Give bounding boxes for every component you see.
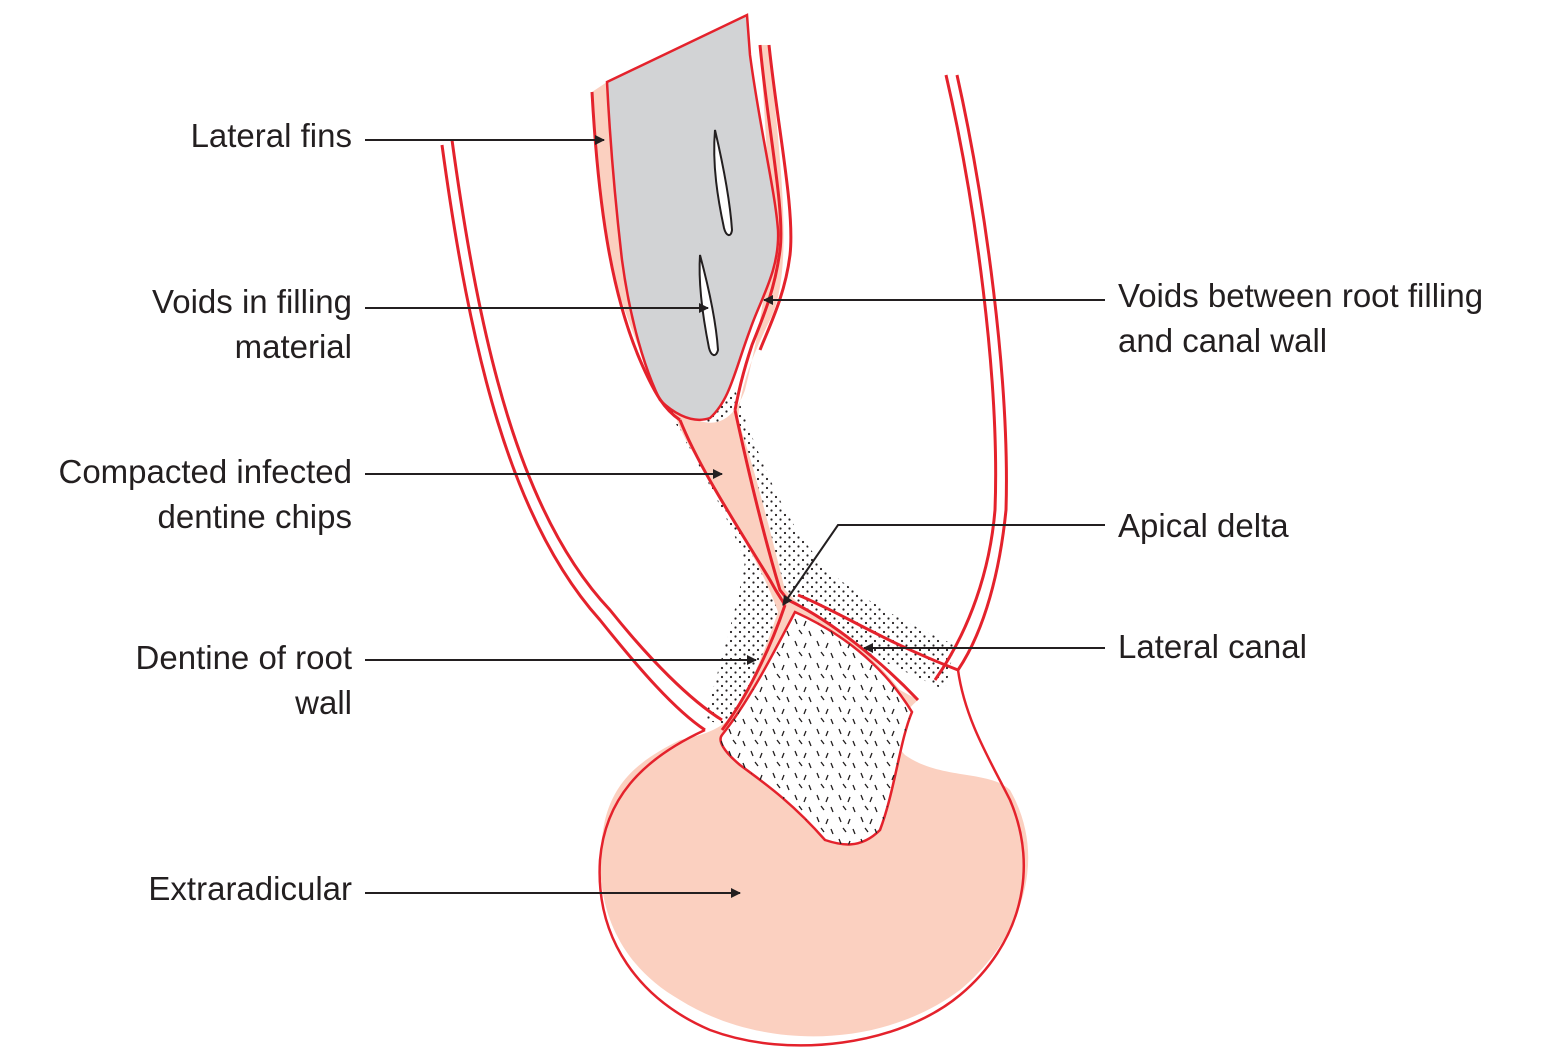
label-dentine-root-wall: Dentine of root wall — [136, 635, 352, 725]
label-apical-delta-line-1: Apical delta — [1118, 503, 1289, 548]
label-compacted-chips-line-2: dentine chips — [58, 494, 352, 539]
label-lateral-fins-line-1: Lateral fins — [191, 113, 352, 158]
label-voids-between: Voids between root filling and canal wal… — [1118, 273, 1483, 363]
right-root-wall-outer — [935, 75, 996, 680]
label-voids-between-line-1: Voids between root filling — [1118, 273, 1483, 318]
label-voids-in-filling-line-2: material — [152, 324, 352, 369]
label-dentine-root-wall-line-2: wall — [136, 680, 352, 725]
label-dentine-root-wall-line-1: Dentine of root — [136, 635, 352, 680]
label-voids-in-filling-line-1: Voids in filling — [152, 279, 352, 324]
label-compacted-chips: Compacted infected dentine chips — [58, 449, 352, 539]
label-lateral-canal-line-1: Lateral canal — [1118, 624, 1307, 669]
label-apical-delta: Apical delta — [1118, 503, 1289, 548]
label-extraradicular-line-1: Extraradicular — [148, 866, 352, 911]
label-lateral-fins: Lateral fins — [191, 113, 352, 158]
label-voids-between-line-2: and canal wall — [1118, 318, 1483, 363]
root-filling — [607, 15, 778, 420]
label-compacted-chips-line-1: Compacted infected — [58, 449, 352, 494]
label-extraradicular: Extraradicular — [148, 866, 352, 911]
label-voids-in-filling: Voids in filling material — [152, 279, 352, 369]
label-lateral-canal: Lateral canal — [1118, 624, 1307, 669]
